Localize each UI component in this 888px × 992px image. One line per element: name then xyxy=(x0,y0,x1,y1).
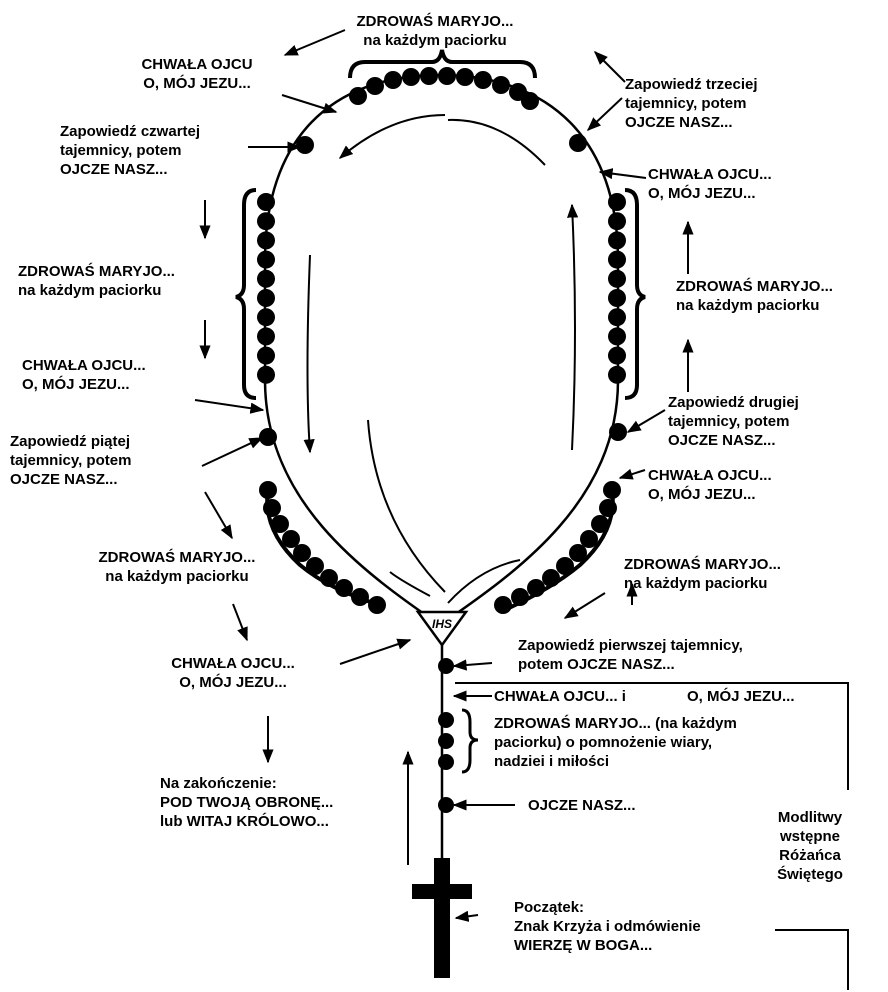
hail-mary-bead xyxy=(257,366,275,384)
label-pendant-our-father: OJCZE NASZ... xyxy=(528,796,636,815)
label-pendant-glory: CHWAŁA OJCU... i xyxy=(494,687,626,706)
hail-mary-bead xyxy=(608,193,626,211)
hail-mary-bead xyxy=(608,251,626,269)
hail-mary-bead xyxy=(257,231,275,249)
hail-mary-bead xyxy=(257,193,275,211)
hail-mary-bead xyxy=(349,87,367,105)
hail-mary-bead xyxy=(257,270,275,288)
label-pendant-jesus: O, MÓJ JEZU... xyxy=(685,687,797,706)
label-left-glory: CHWAŁA OJCU...O, MÓJ JEZU... xyxy=(22,356,146,394)
hail-mary-bead xyxy=(492,76,510,94)
hail-mary-bead xyxy=(608,327,626,345)
label-right-glory-lower: CHWAŁA OJCU...O, MÓJ JEZU... xyxy=(648,466,772,504)
label-top-hail: ZDROWAŚ MARYJO...na każdym paciorku xyxy=(340,12,530,50)
hail-mary-bead xyxy=(257,289,275,307)
hail-mary-bead xyxy=(384,71,402,89)
brace-pendant xyxy=(462,710,478,772)
label-first-mystery: Zapowiedź pierwszej tajemnicy,potem OJCZ… xyxy=(518,636,743,674)
hail-mary-bead xyxy=(257,212,275,230)
hail-mary-bead xyxy=(438,754,454,770)
our-father-bead xyxy=(569,134,587,152)
label-ending: Na zakończenie:POD TWOJĄ OBRONĘ...lub WI… xyxy=(160,774,333,831)
label-left-hail: ZDROWAŚ MARYJO...na każdym paciorku xyxy=(18,262,175,300)
hail-mary-bead xyxy=(608,231,626,249)
our-father-bead xyxy=(438,658,454,674)
hail-mary-bead xyxy=(257,308,275,326)
hail-mary-bead xyxy=(608,347,626,365)
hail-mary-bead xyxy=(438,67,456,85)
label-right-glory-upper: CHWAŁA OJCU...O, MÓJ JEZU... xyxy=(648,165,772,203)
our-father-bead xyxy=(296,136,314,154)
ihs-text: IHS xyxy=(432,617,452,631)
hail-mary-bead xyxy=(420,67,438,85)
hail-mary-bead xyxy=(608,289,626,307)
brace-left xyxy=(236,190,256,398)
label-bottom-right-hail: ZDROWAŚ MARYJO...na każdym paciorku xyxy=(624,555,781,593)
brace-right xyxy=(625,190,645,398)
our-father-bead xyxy=(259,428,277,446)
hail-mary-bead xyxy=(474,71,492,89)
rosary-loop-string xyxy=(265,75,618,625)
hail-mary-bead xyxy=(438,733,454,749)
our-father-bead xyxy=(609,423,627,441)
hail-mary-bead xyxy=(257,327,275,345)
hail-mary-bead xyxy=(257,347,275,365)
hail-mary-bead xyxy=(366,77,384,95)
hail-mary-bead xyxy=(456,68,474,86)
hail-mary-bead xyxy=(608,212,626,230)
hail-mary-bead xyxy=(608,366,626,384)
hail-mary-bead xyxy=(521,92,539,110)
hail-mary-bead xyxy=(608,270,626,288)
label-bottom-left-hail: ZDROWAŚ MARYJO...na każdym paciorku xyxy=(62,548,292,586)
label-right-hail: ZDROWAŚ MARYJO...na każdym paciorku xyxy=(676,277,833,315)
hail-mary-bead xyxy=(402,68,420,86)
hail-mary-bead xyxy=(257,251,275,269)
our-father-bead xyxy=(438,797,454,813)
label-final-glory: CHWAŁA OJCU...O, MÓJ JEZU... xyxy=(148,654,318,692)
hail-mary-bead xyxy=(608,308,626,326)
hail-mary-bead xyxy=(438,712,454,728)
